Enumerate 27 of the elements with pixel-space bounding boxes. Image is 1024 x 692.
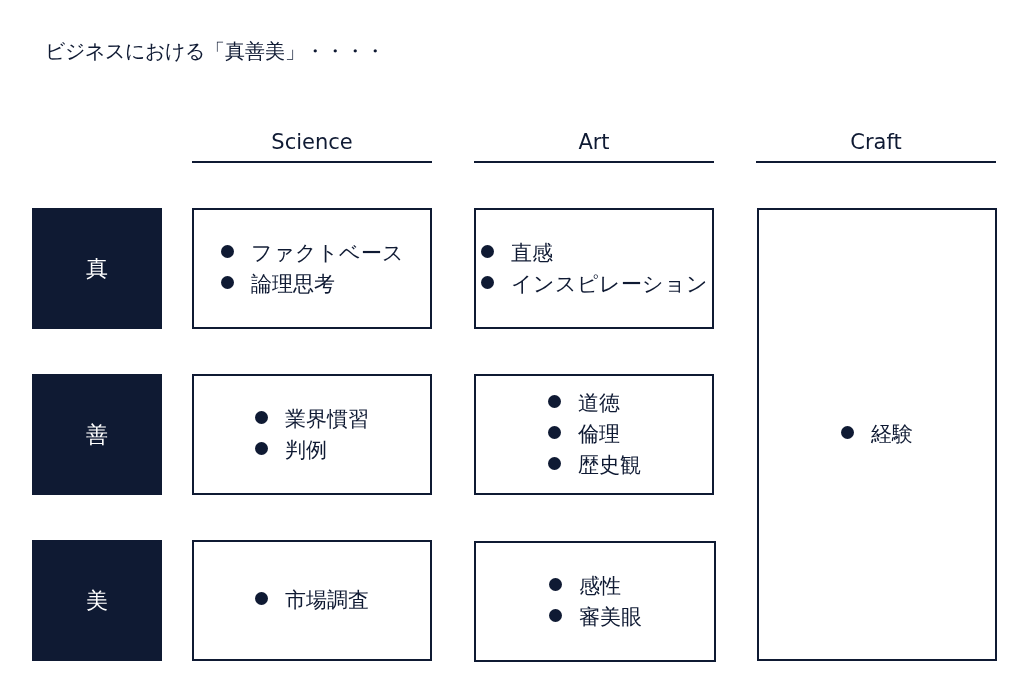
bullet-item: 論理思考 [220, 268, 404, 300]
content-box [757, 208, 997, 661]
content-box [192, 540, 432, 661]
bullet-item: 経験 [841, 419, 913, 450]
bullet-item: 感性 [548, 570, 642, 602]
bullet-item: 判例 [255, 434, 369, 466]
content-box [192, 374, 432, 495]
bullet-item: インスピレーション [480, 268, 708, 300]
row-header-box: 美 [32, 540, 162, 661]
content-box [474, 541, 716, 662]
bullet-item: 業界慣習 [255, 403, 369, 435]
bullet-item: 市場調査 [255, 585, 369, 616]
column-heading: Craft [849, 130, 903, 154]
bullet-item: 倫理 [547, 419, 641, 450]
bullet-item: 歴史観 [547, 450, 641, 481]
content-box [192, 208, 432, 329]
bullet-item: 道徳 [547, 388, 641, 419]
row-header-box: 善 [32, 374, 162, 495]
bullet-item: ファクトベース [220, 237, 404, 269]
column-heading: Art [577, 130, 611, 154]
content-box [474, 374, 714, 495]
content-box [474, 208, 714, 329]
bullet-item: 直感 [480, 237, 708, 269]
row-header-box: 真 [32, 208, 162, 329]
bullet-item: 審美眼 [548, 601, 642, 633]
column-heading: Science [270, 130, 354, 154]
title: ビジネスにおける「真善美」・・・・ [45, 38, 385, 65]
